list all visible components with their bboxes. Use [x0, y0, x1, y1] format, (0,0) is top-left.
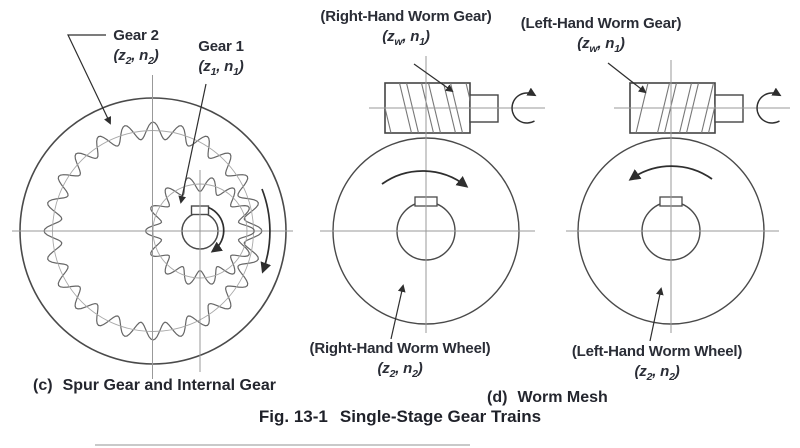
rh-wheel-name: (Right-Hand Worm Wheel): [309, 340, 491, 357]
gear1-name: Gear 1: [198, 38, 244, 55]
rh-gear-symbols: (zw, n1): [382, 27, 430, 48]
right-hand-worm-gear-label: (Right-Hand Worm Gear) (zw, n1): [296, 7, 516, 48]
wheel-rotation-arrow-ccw: [628, 165, 713, 181]
worm-leader-arrow: [607, 62, 647, 94]
right-hand-worm-wheel-label: (Right-Hand Worm Wheel) (z2, n2): [290, 339, 510, 380]
gear2-name: Gear 2: [113, 27, 159, 44]
lh-wheel-symbols: (z2, n2): [634, 362, 680, 383]
lh-gear-symbols: (zw, n1): [577, 34, 625, 55]
gear1-leader-arrow: [178, 83, 207, 204]
gear2-label: Gear 2 (z2, n2): [96, 26, 176, 67]
rh-gear-name: (Right-Hand Worm Gear): [320, 8, 492, 25]
wheel-leader-arrow: [390, 284, 406, 340]
shaft-rotation-arrow: [756, 87, 782, 124]
left-hand-worm-gear-label: (Left-Hand Worm Gear) (zw, n1): [491, 14, 711, 55]
wheel-leader-arrow: [649, 287, 664, 342]
worm-leader-arrow: [413, 63, 454, 93]
panel-c-letter: (c): [33, 377, 53, 394]
gear2-symbols: (z2, n2): [113, 46, 159, 67]
panel-d-caption: (d) Worm Mesh: [487, 389, 608, 407]
panel-d-title: Worm Mesh: [517, 389, 608, 406]
lh-gear-name: (Left-Hand Worm Gear): [520, 15, 682, 32]
panel-d-letter: (d): [487, 389, 508, 406]
internal-gear-drawing: [12, 34, 293, 379]
wheel-rotation-arrow-cw: [381, 170, 469, 188]
internal-gear-rotation-arrow: [260, 188, 272, 274]
right-hand-worm-mesh-drawing: [320, 56, 545, 340]
lh-wheel-name: (Left-Hand Worm Wheel): [571, 343, 743, 360]
spur-gear-rotation-arrow: [208, 206, 225, 253]
figure-number: Fig. 13-1: [258, 407, 328, 426]
rh-wheel-symbols: (z2, n2): [377, 359, 423, 380]
page-edge-line: [95, 444, 470, 446]
gear1-label: Gear 1 (z1, n1): [181, 37, 261, 78]
panel-c-title: Spur Gear and Internal Gear: [62, 377, 276, 394]
figure-title: Single-Stage Gear Trains: [339, 407, 542, 426]
shaft-rotation-arrow: [511, 87, 537, 124]
gear1-symbols: (z1, n1): [198, 57, 244, 78]
left-hand-worm-mesh-drawing: [566, 60, 790, 342]
left-hand-worm-wheel-label: (Left-Hand Worm Wheel) (z2, n2): [547, 342, 767, 383]
gear2-leader-arrow: [67, 34, 111, 125]
panel-c-caption: (c) Spur Gear and Internal Gear: [33, 377, 276, 395]
figure-caption: Fig. 13-1 Single-Stage Gear Trains: [0, 407, 800, 427]
